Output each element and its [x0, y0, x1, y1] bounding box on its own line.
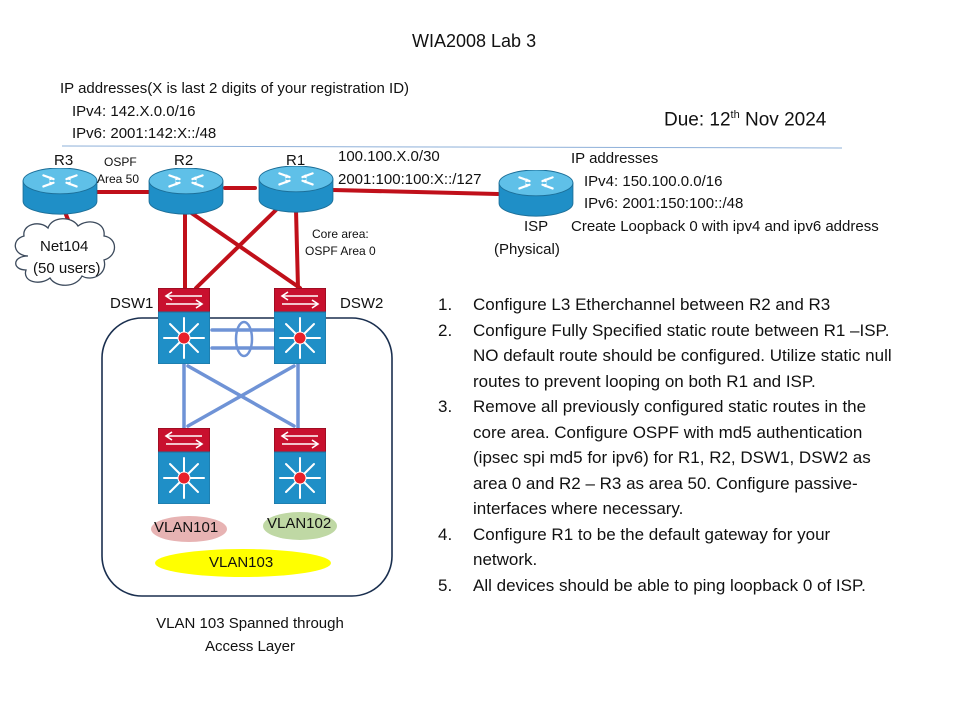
link-dsw2-asw1: [186, 364, 296, 428]
router-r1-icon[interactable]: [257, 166, 335, 214]
task-item: 4.Configure R1 to be the default gateway…: [438, 524, 831, 570]
isp-ipv6: IPv6: 2001:150:100::/48: [584, 195, 744, 212]
vlan102-label: VLAN102: [267, 515, 332, 532]
net104-users: (50 users): [33, 260, 101, 277]
r1-isp-ipv6: 2001:100:100:X::/127: [338, 171, 482, 188]
vlan101-label: VLAN101: [154, 519, 219, 536]
label-dsw1: DSW1: [110, 295, 154, 312]
link-r1-dsw2: [294, 208, 300, 290]
etherchannel-oval: [234, 320, 254, 358]
task-item: 2.Configure Fully Specified static route…: [438, 320, 892, 391]
vlan102-ellipse: [263, 512, 337, 540]
switch-dsw2-icon[interactable]: [274, 288, 326, 364]
router-r3-icon[interactable]: [22, 168, 98, 216]
label-r3: R3: [54, 152, 74, 169]
core-area-line1: Core area:: [312, 227, 369, 241]
page-title: WIA2008 Lab 3: [412, 31, 537, 51]
router-isp-icon[interactable]: [498, 170, 574, 218]
vlan-note-line2: Access Layer: [204, 638, 296, 655]
due-date: Due: 12th Nov 2024: [664, 109, 827, 131]
vlan103-label: VLAN103: [209, 554, 274, 571]
switch-dsw1-icon[interactable]: [158, 288, 210, 364]
label-dsw2: DSW2: [340, 295, 384, 312]
label-isp-physical: (Physical): [494, 241, 560, 258]
isp-loopback-note: Create Loopback 0 with ipv4 and ipv6 add…: [571, 218, 879, 235]
task-item: 3.Remove all previously configured stati…: [438, 397, 871, 518]
net104-name: Net104: [40, 238, 89, 255]
task-item: 1.Configure L3 Etherchannel between R2 a…: [438, 295, 831, 314]
vlan-note-line1: VLAN 103 Spanned through: [156, 615, 344, 632]
task-list: 1.Configure L3 Etherchannel between R2 a…: [438, 292, 898, 598]
access-layer-container: [101, 317, 393, 597]
link-r1-dsw1: [194, 208, 278, 290]
core-area-line2: OSPF Area 0: [305, 244, 376, 258]
ospf-area50-line2: Area 50: [97, 172, 140, 186]
task-item: 5.All devices should be able to ping loo…: [438, 575, 866, 595]
link-r1-isp: [331, 188, 500, 196]
ospf-area50-line1: OSPF: [104, 155, 137, 169]
ip-heading: IP addresses(X is last 2 digits of your …: [60, 80, 410, 97]
router-r2-icon[interactable]: [147, 168, 225, 216]
vlan101-ellipse: [151, 516, 227, 542]
label-isp: ISP: [524, 218, 549, 235]
header-divider-line: [61, 145, 843, 149]
label-r1: R1: [286, 152, 306, 169]
isp-ipv4: IPv4: 150.100.0.0/16: [584, 173, 723, 190]
label-r2: R2: [174, 152, 194, 169]
r1-isp-ipv4: 100.100.X.0/30: [338, 148, 440, 165]
ip-ipv4: IPv4: 142.X.0.0/16: [72, 103, 196, 120]
net104-cloud-icon: [14, 218, 116, 286]
switch-access1-icon[interactable]: [158, 428, 210, 504]
vlan103-ellipse: [155, 549, 331, 577]
switch-access2-icon[interactable]: [274, 428, 326, 504]
isp-ip-heading: IP addresses: [571, 150, 659, 167]
ip-ipv6: IPv6: 2001:142:X::/48: [72, 125, 217, 142]
link-r2-dsw2: [188, 210, 302, 290]
